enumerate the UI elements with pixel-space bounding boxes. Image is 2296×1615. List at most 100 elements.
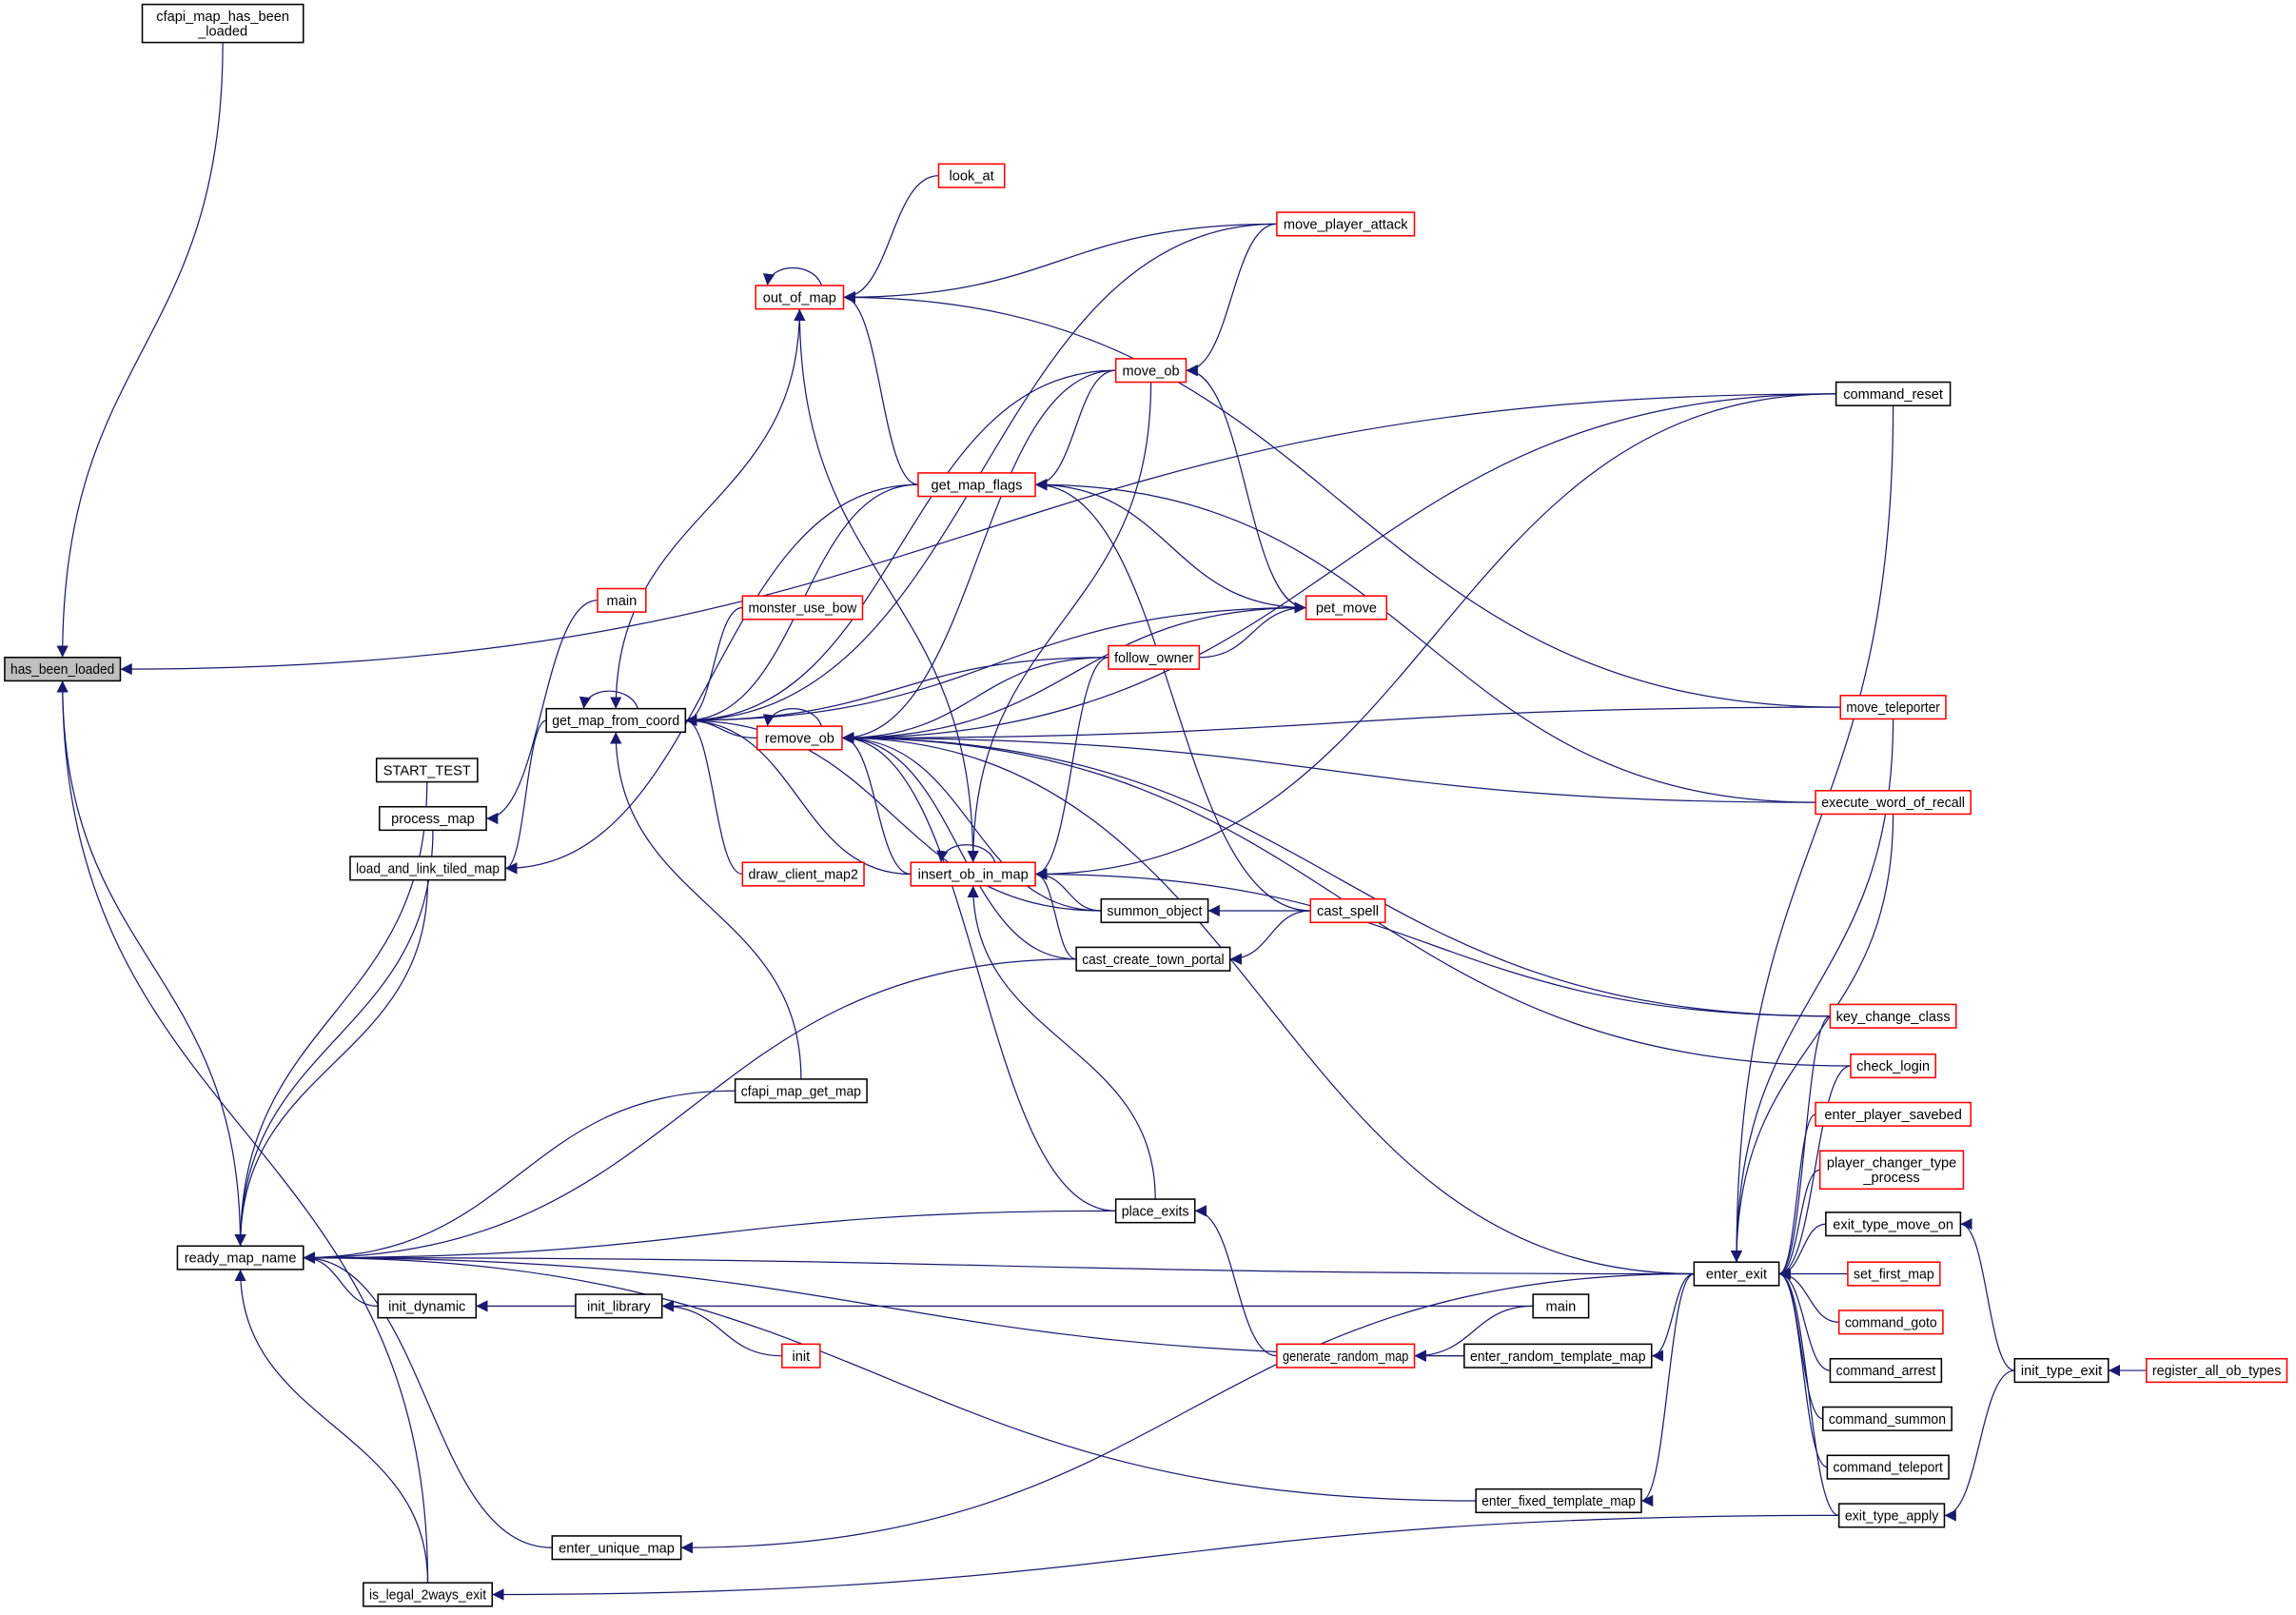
edge-cast_spell-to-cast_create_town_portal [1229,910,1311,965]
edge-get_map_from_coord-to-get_map_from_coord [579,690,638,709]
node-box [1835,381,1952,406]
node-execute_word_of_recall[interactable]: execute_word_of_recall [1815,790,1972,816]
node-label: command_arrest [1836,1364,1936,1379]
node-init[interactable]: init [781,1343,821,1369]
edge-insert_ob_in_map-to-remove_ob [841,732,912,876]
node-label: generate_random_map [1283,1349,1408,1365]
node-monster_use_bow[interactable]: monster_use_bow [741,595,864,620]
node-box [375,758,479,783]
node-box [551,1535,682,1561]
node-enter_unique_map[interactable]: enter_unique_map [551,1535,682,1561]
node-label: draw_client_map2 [748,868,857,883]
node-box [2013,1357,2110,1384]
node-label: process_map [391,812,475,827]
edge-move_ob-to-get_map_flags [1035,369,1116,491]
edge-is_legal_2ways_exit-to-has_been_loaded [56,680,429,1584]
node-out_of_map[interactable]: out_of_map [755,285,845,310]
node-get_map_flags[interactable]: get_map_flags [917,472,1036,498]
node-move_teleporter[interactable]: move_teleporter [1839,695,1947,720]
node-box [1693,1261,1780,1287]
edge-command_reset-to-has_been_loaded [120,393,1836,676]
node-exit_type_apply[interactable]: exit_type_apply [1837,1503,1946,1528]
node-insert_ob_in_map[interactable]: insert_ob_in_map [910,861,1036,887]
node-command_arrest[interactable]: command_arrest [1829,1357,1943,1384]
edge-pet_move-to-get_map_from_coord [685,606,1306,727]
node-look_at[interactable]: look_at [937,163,1006,188]
node-check_login[interactable]: check_login [1850,1053,1936,1079]
node-command_teleport[interactable]: command_teleport [1826,1454,1950,1480]
edge-get_map_flags-to-load_and_link_tiled_map [505,483,918,875]
node-box [734,1078,868,1104]
node-key_change_class[interactable]: key_change_class [1829,1003,1957,1029]
node-init_type_exit[interactable]: init_type_exit [2013,1357,2110,1384]
node-label: exit_type_apply [1845,1508,1939,1524]
node-label: move_teleporter [1846,700,1940,716]
node-init_library[interactable]: init_library [575,1293,663,1319]
node-init_dynamic[interactable]: init_dynamic [377,1293,478,1319]
edge-command_teleport-to-enter_exit [1778,1268,1828,1468]
node-main1[interactable]: main [597,587,647,613]
node-enter_random_template_map[interactable]: enter_random_template_map [1463,1343,1653,1369]
node-label: command_summon [1829,1412,1946,1428]
edge-player_changer_type_process-to-enter_exit [1778,1169,1820,1280]
node-follow_owner[interactable]: follow_owner [1108,644,1201,670]
node-cast_spell[interactable]: cast_spell [1309,897,1386,924]
node-remove_ob[interactable]: remove_ob [756,725,843,751]
node-box [1821,1406,1953,1431]
node-load_and_link_tiled_map[interactable]: load_and_link_tiled_map [349,856,506,881]
node-generate_random_map[interactable]: generate_random_map [1276,1343,1416,1369]
node-command_reset[interactable]: command_reset [1835,381,1952,406]
node-box [379,805,487,832]
node-process_map[interactable]: process_map [379,805,487,832]
node-draw_client_map2[interactable]: draw_client_map2 [741,861,865,887]
node-move_ob[interactable]: move_ob [1114,358,1187,384]
node-cfapi_map_has_been_loaded[interactable]: cfapi_map_has_been_loaded [141,3,304,44]
node-enter_fixed_template_map[interactable]: enter_fixed_template_map [1475,1487,1642,1514]
node-move_player_attack[interactable]: move_player_attack [1276,211,1416,237]
node-label: enter_exit [1706,1268,1767,1283]
node-set_first_map[interactable]: set_first_map [1847,1261,1941,1287]
node-box [2146,1357,2288,1384]
node-label: move_ob [1123,364,1180,379]
node-pet_move[interactable]: pet_move [1305,595,1388,620]
node-label: init_dynamic [388,1299,465,1314]
node-enter_player_savebed[interactable]: enter_player_savebed [1815,1101,1972,1127]
edge-out_of_map-to-out_of_map [762,266,822,286]
edge-move_ob-to-get_map_from_coord [685,369,1116,727]
node-box [1815,1101,1972,1127]
node-START_TEST[interactable]: START_TEST [375,758,479,783]
edge-follow_owner-to-pet_move [1199,601,1306,659]
node-enter_exit[interactable]: enter_exit [1693,1261,1780,1287]
node-cfapi_map_get_map[interactable]: cfapi_map_get_map [734,1078,868,1104]
node-command_goto[interactable]: command_goto [1837,1310,1944,1335]
edge-command_arrest-to-enter_exit [1778,1268,1831,1371]
node-label: has_been_loaded [10,662,114,678]
node-exit_type_move_on[interactable]: exit_type_move_on [1825,1211,1962,1237]
node-box [937,163,1006,188]
edge-key_change_class-to-enter_exit [1778,1015,1831,1280]
node-summon_object[interactable]: summon_object [1100,897,1209,924]
node-box [1837,1503,1946,1528]
edge-enter_exit-to-ready_map_name [303,1251,1695,1275]
node-label: main [1546,1299,1577,1314]
node-label: move_player_attack [1284,217,1408,232]
node-label: START_TEST [383,763,471,778]
node-player_changer_type_process[interactable]: player_changer_type_process [1818,1150,1965,1191]
edge-load_and_link_tiled_map-to-ready_map_name [234,879,429,1247]
node-has_been_loaded[interactable]: has_been_loaded [4,657,122,682]
node-ready_map_name[interactable]: ready_map_name [176,1245,304,1270]
node-command_summon[interactable]: command_summon [1821,1406,1953,1431]
node-register_all_ob_types[interactable]: register_all_ob_types [2146,1357,2288,1384]
edge-cast_spell-to-get_map_flags [1035,479,1311,912]
edge-look_at-to-out_of_map [843,175,939,304]
node-cast_create_town_portal[interactable]: cast_create_town_portal [1075,946,1231,972]
node-get_map_from_coord[interactable]: get_map_from_coord [545,707,687,734]
node-label: follow_owner [1114,651,1193,666]
node-box [141,3,304,44]
edge-enter_unique_map-to-ready_map_name [303,1251,553,1548]
node-label: cfapi_map_has_been [156,10,289,25]
node-is_legal_2ways_exit[interactable]: is_legal_2ways_exit [363,1582,494,1607]
edge-cfapi_map_has_been_loaded-to-has_been_loaded [56,42,224,658]
node-place_exits[interactable]: place_exits [1114,1198,1196,1224]
node-main2[interactable]: main [1532,1293,1590,1319]
